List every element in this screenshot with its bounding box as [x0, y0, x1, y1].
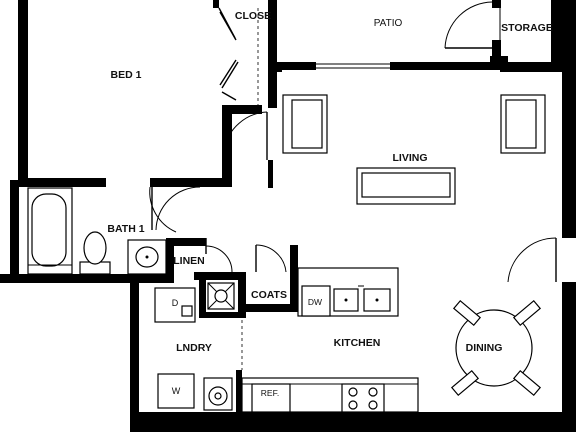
range [341, 383, 385, 413]
room-label-closet: CLOSE [235, 10, 271, 22]
room-label-bath1: BATH 1 [107, 223, 144, 235]
room-labels: BED 1 CLOSE PATIO STORAGE LIVING BATH 1 … [107, 10, 552, 398]
dining-table [455, 309, 533, 387]
furniture [282, 94, 546, 397]
label-dishwasher: DW [308, 297, 322, 307]
dining-chair [452, 299, 482, 327]
dining-chair [512, 369, 542, 397]
dining-chair [512, 299, 542, 327]
room-label-living: LIVING [392, 152, 427, 164]
refrigerator [251, 383, 291, 413]
room-label-patio: PATIO [374, 18, 403, 29]
room-label-bed1: BED 1 [111, 69, 142, 81]
room-label-storage: STORAGE [501, 22, 553, 34]
room-label-linen: LINEN [173, 255, 205, 267]
room-label-coats: COATS [251, 289, 287, 301]
fixtures [27, 187, 419, 413]
label-washer: W [172, 386, 181, 396]
doors [149, 1, 557, 370]
washer [157, 373, 195, 409]
dining-chair [450, 369, 480, 397]
room-label-dining: DINING [466, 342, 503, 354]
label-refrigerator: REF. [261, 388, 279, 398]
label-dryer: D [172, 298, 179, 308]
toilet-bowl [83, 231, 107, 265]
bathtub-basin [31, 193, 67, 267]
room-label-kitchen: KITCHEN [334, 337, 381, 349]
room-label-laundry: LNDRY [176, 342, 212, 354]
dishwasher [301, 285, 331, 317]
